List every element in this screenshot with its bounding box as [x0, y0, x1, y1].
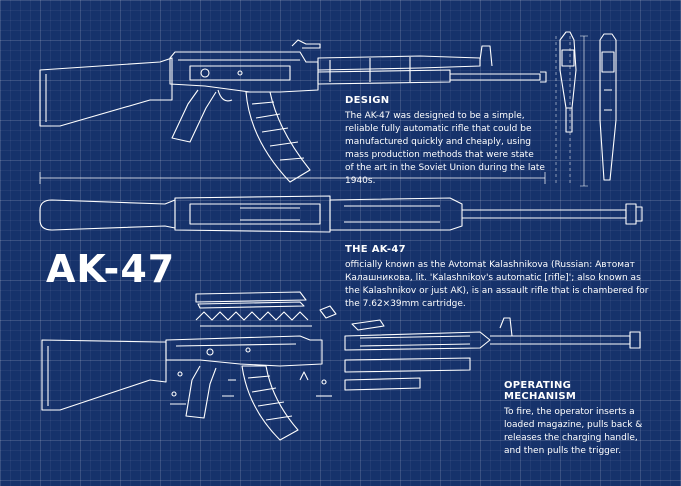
design-heading: DESIGN	[345, 95, 390, 106]
about-heading: THE AK-47	[345, 244, 406, 255]
about-section: THE AK-47 officially known as the Avtoma…	[345, 244, 651, 311]
design-text: The AK-47 was designed to be a simple, r…	[345, 111, 545, 186]
rifle-side-view	[39, 36, 571, 184]
rifle-front-views	[559, 31, 617, 187]
mechanism-section: OPERATING MECHANISM To fire, the operato…	[504, 380, 644, 458]
mechanism-heading: OPERATING MECHANISM	[504, 380, 577, 402]
rifle-exploded-view	[41, 291, 641, 441]
mechanism-text: To fire, the operator inserts a loaded m…	[504, 407, 643, 456]
rifle-top-view	[39, 195, 643, 233]
poster-title: AK-47	[46, 247, 176, 291]
about-text: officially known as the Avtomat Kalashni…	[345, 260, 649, 309]
design-section: DESIGN The AK-47 was designed to be a si…	[345, 95, 545, 188]
